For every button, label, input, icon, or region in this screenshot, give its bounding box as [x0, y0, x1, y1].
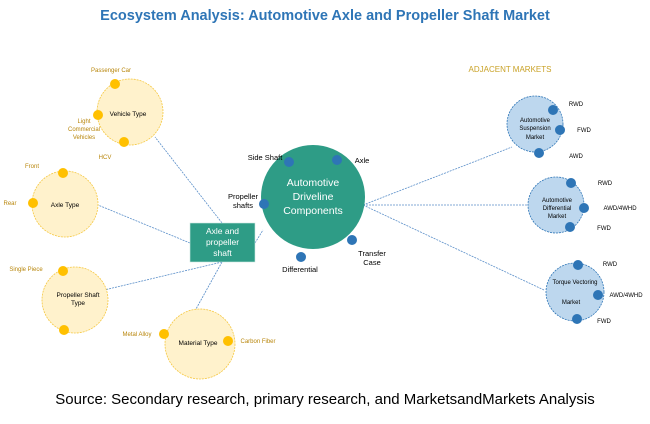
component-label: Side Shaft	[248, 153, 284, 162]
segment-label: Vehicle Type	[110, 111, 147, 118]
adjacent-markets-heading: ADJACENT MARKETS	[469, 65, 552, 74]
node-dot	[332, 155, 342, 165]
connector-vehicle	[154, 136, 223, 224]
market-label: Market	[526, 135, 545, 141]
node-dot	[58, 168, 68, 178]
connector-propeller	[99, 261, 223, 292]
item-label: Rear	[3, 201, 16, 207]
node-dot	[572, 314, 582, 324]
connectors	[97, 136, 545, 310]
node-dot	[347, 235, 357, 245]
hub-label: shaft	[213, 248, 232, 258]
node-dot	[579, 203, 589, 213]
market-label: Automotive	[542, 198, 573, 204]
item-label: FWD	[597, 319, 611, 325]
node-dot	[58, 266, 68, 276]
item-label: Passenger Car	[91, 68, 131, 74]
market-label: Market	[562, 300, 581, 306]
segment-axle-type: Axle Type Front Rear	[3, 164, 99, 238]
connector-hub-center	[254, 229, 264, 244]
item-label: AWD/4WHD	[609, 293, 643, 299]
node-dot	[593, 290, 603, 300]
market-label: Differential	[543, 206, 572, 212]
diagram-title: Ecosystem Analysis: Automotive Axle and …	[100, 8, 550, 24]
item-label: AWD	[569, 154, 583, 160]
node-dot	[534, 148, 544, 158]
item-label: Light	[77, 119, 90, 125]
node-dot	[93, 110, 103, 120]
item-label: Front	[25, 164, 39, 170]
node-dot	[110, 79, 120, 89]
node-dot	[59, 325, 69, 335]
item-label: Metal Alloy	[122, 332, 151, 338]
item-label: FWD	[577, 128, 591, 134]
segment-label: Type	[71, 300, 85, 307]
item-label: FWD	[597, 226, 611, 232]
center-driveline-components: Automotive Driveline Components Side Sha…	[228, 145, 386, 274]
market-label: Torque Vectoring	[552, 280, 597, 286]
hub-label: Axle and	[206, 226, 239, 236]
market-label: Automotive	[520, 118, 551, 124]
component-label: Transfer	[358, 249, 386, 258]
component-label: Differential	[282, 265, 318, 274]
hub-label: propeller	[206, 237, 239, 247]
item-label: Vehicles	[73, 135, 95, 141]
connector-torque	[362, 204, 545, 291]
connector-suspension	[362, 146, 513, 206]
node-dot	[566, 178, 576, 188]
connector-axle	[97, 204, 191, 244]
item-label: AWD/4WHD	[603, 206, 637, 212]
hub-box: Axle and propeller shaft	[189, 222, 256, 263]
segment-label: Material Type	[179, 340, 218, 347]
item-label: RWD	[598, 181, 613, 187]
adjacent-torque-vectoring-market: Torque Vectoring Market RWD AWD/4WHD FWD	[545, 260, 643, 325]
component-label: Propeller	[228, 192, 259, 201]
node-dot	[548, 105, 558, 115]
node-dot	[159, 329, 169, 339]
item-label: Carbon Fiber	[240, 339, 275, 345]
component-label: Case	[363, 258, 381, 267]
adjacent-differential-market: Automotive Differential Market RWD AWD/4…	[527, 176, 637, 234]
market-label: Suspension	[519, 126, 550, 132]
item-label: RWD	[603, 262, 618, 268]
item-label: Single Piece	[9, 267, 43, 273]
connector-material	[195, 261, 223, 310]
node-dot	[284, 157, 294, 167]
node-dot	[259, 199, 269, 209]
source-note: Source: Secondary research, primary rese…	[55, 391, 595, 408]
node-dot	[223, 336, 233, 346]
node-dot	[555, 125, 565, 135]
segment-label: Axle Type	[51, 202, 80, 209]
component-label: Axle	[355, 156, 370, 165]
node-dot	[296, 252, 306, 262]
center-label: Components	[283, 205, 343, 217]
adjacent-suspension-market: Automotive Suspension Market RWD FWD AWD	[506, 95, 591, 160]
item-label: RWD	[569, 102, 584, 108]
segment-propeller-shaft-type: Propeller Shaft Type Single Piece	[9, 266, 109, 335]
center-label: Automotive	[287, 177, 340, 189]
item-label: HCV	[99, 155, 112, 161]
market-label: Market	[548, 214, 567, 220]
component-label: shafts	[233, 201, 253, 210]
segment-material-type: Material Type Metal Alloy Carbon Fiber	[122, 308, 276, 380]
node-dot	[573, 260, 583, 270]
segment-vehicle-type: Vehicle Type Passenger Car Light Commerc…	[68, 68, 164, 161]
segment-label: Propeller Shaft	[57, 292, 100, 299]
node-dot	[119, 137, 129, 147]
node-dot	[565, 222, 575, 232]
item-label: Commercial	[68, 127, 100, 133]
node-dot	[28, 198, 38, 208]
center-label: Driveline	[293, 191, 334, 203]
